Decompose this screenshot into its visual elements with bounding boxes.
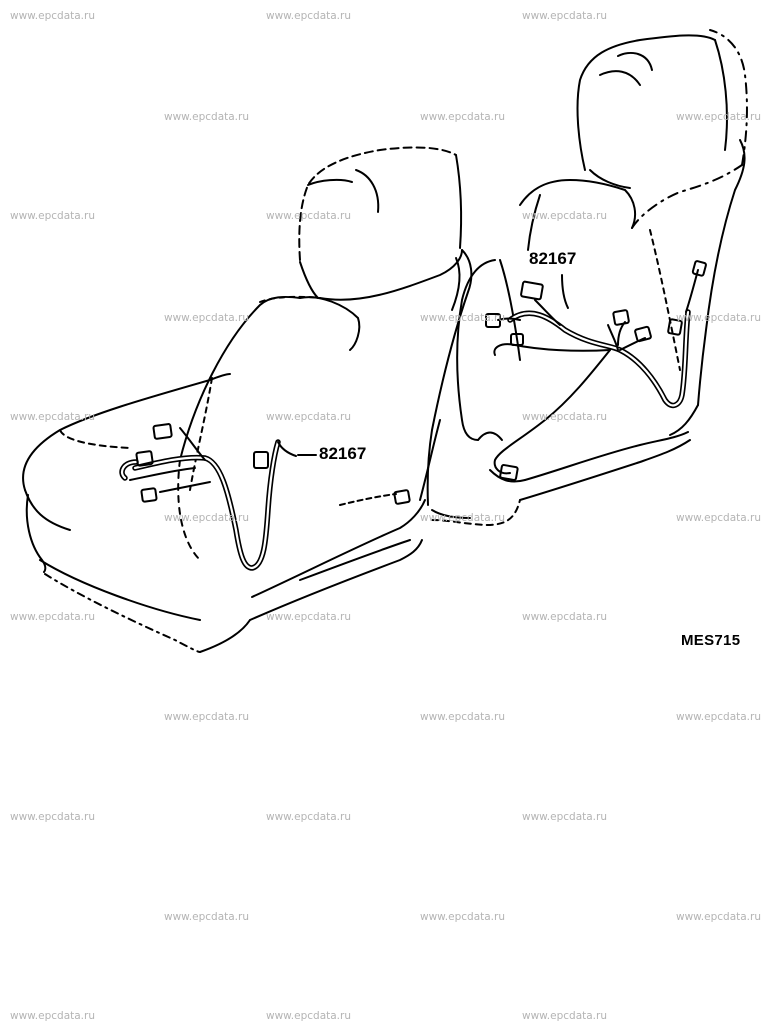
left-seat-outline: [22, 146, 473, 653]
left-wire-harness: [119, 423, 411, 571]
right-wire-harness: [485, 260, 707, 481]
figure-code: MES715: [681, 632, 741, 649]
part-number-label-right: 82167: [529, 249, 577, 268]
part-number-label-left: 82167: [319, 444, 367, 463]
right-seat-outline: [431, 29, 748, 526]
